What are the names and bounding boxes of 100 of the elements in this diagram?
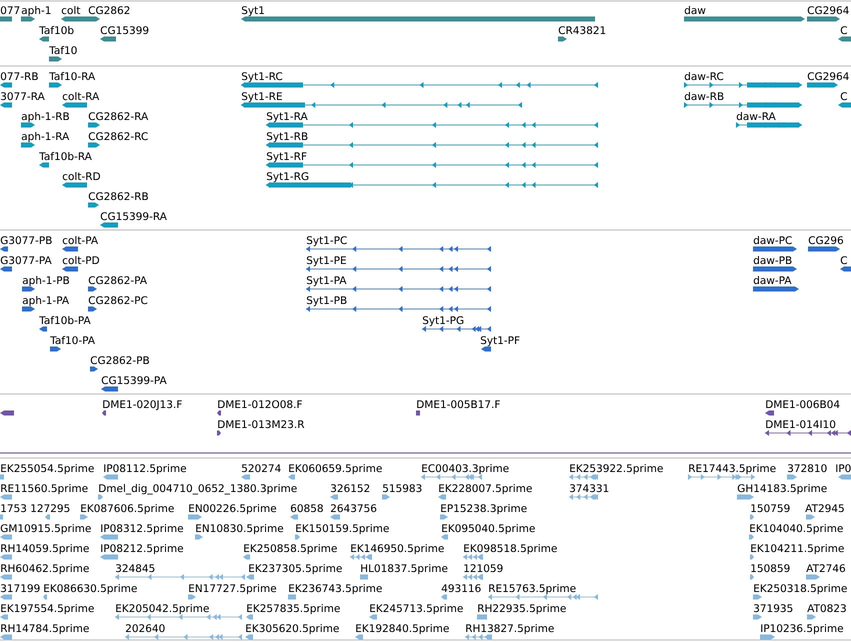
feature-label: aph-1-PB [22,276,70,286]
feature-label: Syt1-RB [266,132,308,142]
feature-label: DME1-005B17.F [417,400,500,408]
feature-label: Syt1-RA [266,112,308,122]
feature-label: 372810 [788,464,827,472]
feature-label: Syt1-RE [242,92,282,102]
feature-label: daw-RB [684,92,724,100]
feature-label: DME1-012O08.F [218,400,302,408]
feature-label: RH14784.5prime [1,624,89,634]
feature-label: Taf10b [39,26,74,34]
feature-label: 374331 [570,484,608,492]
feature-label: Syt1-PG [422,316,464,326]
feature-label: daw [684,6,706,14]
feature-label: daw-PB [754,256,792,264]
feature-label: EK228007.5prime [439,484,532,494]
feature-label: daw-RA [736,112,776,120]
feature-label: EK104040.5prime [750,524,843,534]
feature-label: 326152 [331,484,370,492]
feature-label: 150759 [751,504,790,512]
feature-label: EN17727.5prime [189,584,276,594]
feature-label: C [840,256,847,264]
feature-label: CG2862 [88,6,130,14]
feature-label: 202640 [126,624,165,632]
feature-label: EK098518.5prime [464,544,557,554]
feature-label: 121059 [464,564,503,572]
feature-label: EN10830.5prime [196,524,284,534]
feature-label: EK255054.5prime [1,464,94,474]
feature-label: DME1-020J13.F [103,400,182,410]
feature-label: colt [62,6,80,14]
feature-label: 1753 [1,504,26,512]
feature-label: EK305620.5prime [246,624,339,634]
feature-label: EK087606.5prime [81,504,174,514]
feature-label: EK237305.5prime [249,564,342,574]
feature-label: EK086630.5prime [44,584,137,594]
feature-label: EK205042.5prime [116,604,209,614]
feature-label: AT2746 [806,564,846,572]
feature-label: IP08312.5prime [101,524,184,534]
feature-label: EK245713.5prime [370,604,463,614]
feature-label: G3077-PA [0,256,52,264]
feature-label: colt-RD [62,172,100,180]
feature-label: CR43821 [558,26,606,34]
feature-label: Taf10b-PA [39,316,91,324]
feature-label: 127295 [31,504,70,512]
feature-label: CG15399 [100,26,148,34]
feature-label: Syt1-PF [480,336,520,346]
feature-label: EK197554.5prime [1,604,94,614]
feature-label: RH22935.5prime [478,604,566,614]
feature-label: CG15399-RA [100,212,167,220]
feature-label: daw-RC [684,72,724,80]
feature-label: Dmel_dig_004710_0652_1380.3prime [99,484,297,494]
feature-label: colt-PA [62,236,98,244]
feature-label: aph-1 [22,6,50,16]
feature-label: Syt1-RG [266,172,308,182]
feature-label: aph-1-PA [22,296,69,306]
feature-label: aph-1-RA [22,132,70,142]
feature-label: C [840,26,847,34]
feature-label: EK095040.5prime [442,524,535,534]
feature-label: CG2862-PC [88,296,148,304]
feature-label: EK192840.5prime [356,624,449,634]
feature-label: CG15399-PA [102,376,167,384]
feature-label: daw-PC [754,236,792,244]
feature-label: Syt1-RC [242,72,282,82]
feature-label: CG2964 [808,6,849,14]
feature-label: GM10915.5prime [0,524,91,534]
feature-label: DME1-013M23.R [218,420,304,428]
feature-label: 324845 [116,564,154,572]
feature-label: IP08212.5prime [101,544,184,554]
feature-label: C [840,92,847,100]
feature-label: aph-1-RB [22,112,69,122]
feature-label: CG296 [808,236,844,244]
feature-label: CG2862-RA [88,112,148,120]
feature-label: Taf10-RA [49,72,96,80]
feature-label: EK250858.5prime [244,544,337,554]
feature-label: CG2862-RC [88,132,148,140]
feature-label: RE17443.5prime [689,464,776,474]
feature-label: DME1-006B04 [766,400,840,408]
feature-label: IP08112.5prime [104,464,186,474]
feature-label: EN00226.5prime [189,504,276,514]
feature-label: EK104211.5prime [751,544,844,554]
feature-label: EK257835.5prime [247,604,340,614]
feature-label: colt-RA [62,92,100,100]
feature-label: DME1-014I10 [766,420,836,428]
feature-label: EK253922.5prime [570,464,663,474]
feature-label: Syt1-PA [306,276,346,286]
feature-label: colt-PD [62,256,100,264]
feature-label: daw-PA [754,276,792,284]
feature-label: CG2862-PA [88,276,147,284]
feature-label: RE15763.5prime [489,584,576,594]
feature-label: RH13827.5prime [466,624,554,634]
feature-label: 493116 [442,584,481,592]
feature-label: EK146950.5prime [351,544,444,554]
feature-label: EK060659.5prime [289,464,382,474]
feature-label: 60858 [290,504,323,512]
feature-label: IP10236.5prime [761,624,844,634]
feature-label: 2643756 [330,504,376,512]
feature-label: 077-RB [0,72,38,80]
feature-label: AT2945 [805,504,844,512]
feature-label: Syt1-PE [306,256,346,266]
feature-label: G3077-PB [0,236,52,244]
feature-label: IP0 [836,464,851,472]
